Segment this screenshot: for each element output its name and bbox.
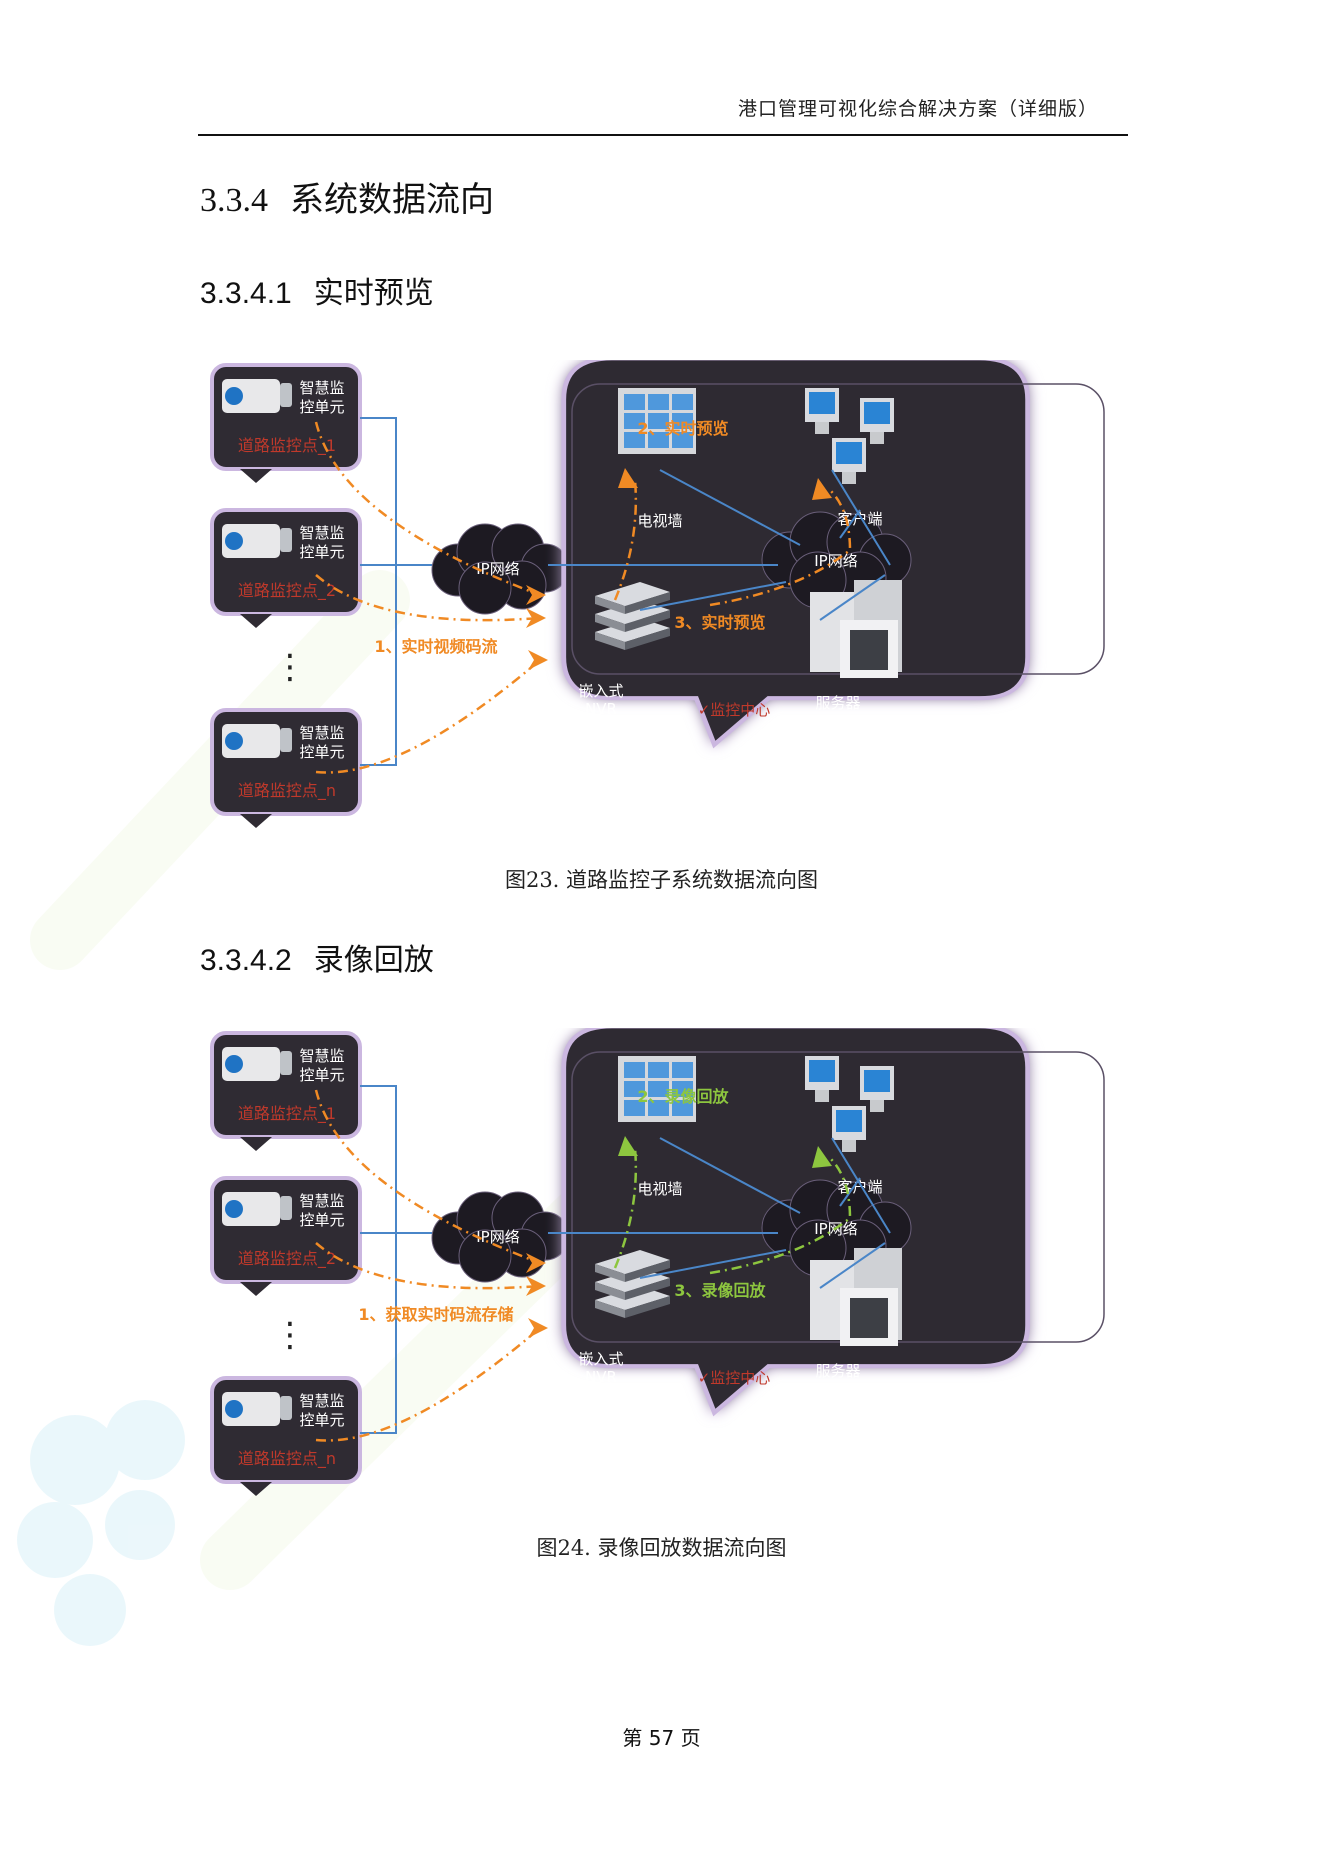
camera-icon — [222, 724, 292, 758]
client-icon — [805, 1056, 894, 1152]
camera-icon — [222, 1192, 292, 1226]
server-label: 服务器 — [815, 694, 860, 712]
camera-label: 道路监控点_1 — [238, 1104, 336, 1124]
tv-wall-label: 电视墙 — [637, 1180, 682, 1198]
svg-text:智慧监: 智慧监 — [299, 524, 344, 542]
svg-text:智慧监: 智慧监 — [299, 1192, 344, 1210]
svg-text:控单元: 控单元 — [299, 1411, 344, 1429]
network-label-left: IP网络 — [476, 1228, 519, 1246]
camera-label: 道路监控点_n — [238, 1449, 336, 1469]
nvr-label: 嵌入式 — [578, 1350, 623, 1368]
camera-icon — [222, 379, 292, 413]
tv-wall-label: 电视墙 — [637, 512, 682, 530]
client-label: 客户端 — [837, 510, 882, 528]
step-3-label: 3、录像回放 — [674, 1281, 766, 1300]
svg-text:智慧监: 智慧监 — [299, 1047, 344, 1065]
stream-flow-lines — [314, 421, 548, 774]
tv-wall-icon — [618, 388, 696, 454]
ellipsis: ⋮ — [273, 647, 307, 687]
network-links — [548, 1137, 891, 1289]
header-title: 港口管理可视化综合解决方案（详细版） — [737, 98, 1098, 120]
server-label: 服务器 — [815, 1362, 860, 1380]
figure-caption-23: 图23. 道路监控子系统数据流向图 — [504, 868, 819, 892]
client-label: 客户端 — [837, 1178, 882, 1196]
svg-text:控单元: 控单元 — [299, 1066, 344, 1084]
network-links — [548, 469, 891, 621]
network-label-left: IP网络 — [476, 560, 519, 578]
server-icon — [810, 580, 902, 678]
step-1-label: 1、获取实时码流存储 — [358, 1305, 513, 1324]
camera-label: 道路监控点_n — [238, 781, 336, 801]
svg-text:控单元: 控单元 — [299, 398, 344, 416]
server-icon — [810, 1248, 902, 1346]
page-number: 第 57 页 — [622, 1726, 701, 1750]
svg-text:智慧监: 智慧监 — [299, 1392, 344, 1410]
nvr-icon — [595, 1250, 670, 1318]
step-2-label: 2、实时预览 — [637, 419, 728, 438]
nvr-label: NVR — [585, 700, 617, 718]
camera-icon — [222, 1047, 292, 1081]
step-3-label: 3、实时预览 — [674, 613, 765, 632]
step-2-label: 2、录像回放 — [637, 1087, 729, 1106]
svg-text:智慧监: 智慧监 — [299, 724, 344, 742]
svg-text:控单元: 控单元 — [299, 1211, 344, 1229]
monitoring-center-label: ✓监控中心 — [698, 701, 771, 719]
nvr-label: 嵌入式 — [578, 682, 623, 700]
tv-wall-icon — [618, 1056, 696, 1122]
svg-text:智慧监: 智慧监 — [299, 379, 344, 397]
figure-caption-24: 图24. 录像回放数据流向图 — [536, 1536, 787, 1560]
page-header: 港口管理可视化综合解决方案（详细版） — [198, 92, 1128, 136]
stream-flow-lines — [314, 1089, 548, 1442]
camera-label: 道路监控点_2 — [238, 581, 336, 601]
step-1-label: 1、实时视频码流 — [374, 637, 497, 656]
camera-icon — [222, 1392, 292, 1426]
client-icon — [805, 388, 894, 484]
nvr-label: NVR — [585, 1368, 617, 1386]
nvr-icon — [595, 582, 670, 650]
camera-icon — [222, 524, 292, 558]
monitoring-center-label: ✓监控中心 — [698, 1369, 771, 1387]
svg-text:控单元: 控单元 — [299, 543, 344, 561]
playback-flow-lines — [613, 468, 852, 607]
cloud-icon — [761, 1179, 912, 1277]
playback-flow-lines — [613, 1136, 852, 1275]
svg-text:控单元: 控单元 — [299, 743, 344, 761]
camera-label: 道路监控点_1 — [238, 436, 336, 456]
camera-label: 道路监控点_2 — [238, 1249, 336, 1269]
ellipsis: ⋮ — [273, 1315, 307, 1355]
